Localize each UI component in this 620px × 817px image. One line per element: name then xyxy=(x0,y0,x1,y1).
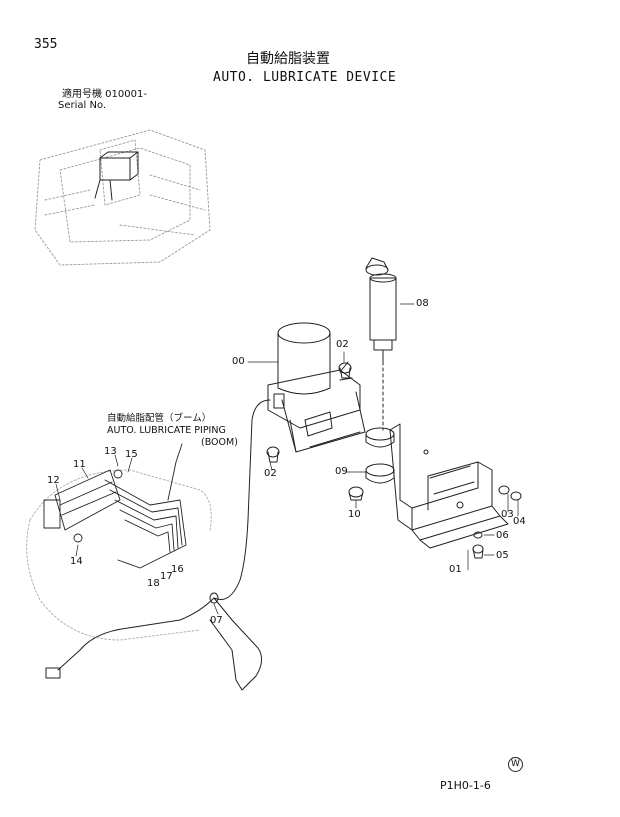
piping-label-japanese: 自動給脂配管（ブーム） xyxy=(107,413,212,424)
part-label-14: 14 xyxy=(70,556,83,567)
part-label-12: 12 xyxy=(47,475,60,486)
mounting-bracket xyxy=(389,423,509,549)
leader-lines xyxy=(55,303,519,615)
drawing-code: P1H0-1-6 xyxy=(440,779,491,792)
part-label-09: 09 xyxy=(335,466,348,477)
part-label-08: 08 xyxy=(416,298,429,309)
part-label-05: 05 xyxy=(496,550,509,561)
page-number: 355 xyxy=(34,37,58,52)
lubricant-hose xyxy=(45,399,271,691)
part-label-15: 15 xyxy=(125,449,138,460)
piping-label-english: AUTO. LUBRICATE PIPING xyxy=(107,425,226,436)
grease-cartridge xyxy=(365,257,397,431)
part-label-01: 01 xyxy=(449,564,462,575)
machine-overview-sketch xyxy=(34,129,211,266)
part-label-02-lower: 02 xyxy=(264,468,277,479)
part-label-18: 18 xyxy=(147,578,160,589)
part-label-02-upper: 02 xyxy=(336,339,349,350)
part-label-00: 00 xyxy=(232,356,245,367)
part-label-03: 03 xyxy=(501,509,514,520)
part-label-06: 06 xyxy=(496,530,509,541)
part-label-04: 04 xyxy=(513,516,526,527)
small-hardware xyxy=(266,362,522,559)
part-label-10: 10 xyxy=(348,509,361,520)
overview-lubricator-highlight xyxy=(94,151,139,201)
piping-label-boom: (BOOM) xyxy=(201,437,238,448)
part-label-13: 13 xyxy=(104,446,117,457)
serial-label-japanese: 適用号機 010001- xyxy=(62,89,147,100)
title-english: AUTO. LUBRICATE DEVICE xyxy=(213,70,397,85)
revision-mark: W xyxy=(508,757,523,772)
title-japanese: 自動給脂装置 xyxy=(246,51,330,67)
part-label-16: 16 xyxy=(171,564,184,575)
part-label-07: 07 xyxy=(210,615,223,626)
grease-pump-unit xyxy=(267,322,366,453)
boom-piping xyxy=(26,443,212,641)
part-label-17: 17 xyxy=(160,571,173,582)
part-label-11: 11 xyxy=(73,459,86,470)
cartridge-clamps xyxy=(365,427,395,484)
serial-label-english: Serial No. xyxy=(58,100,107,111)
